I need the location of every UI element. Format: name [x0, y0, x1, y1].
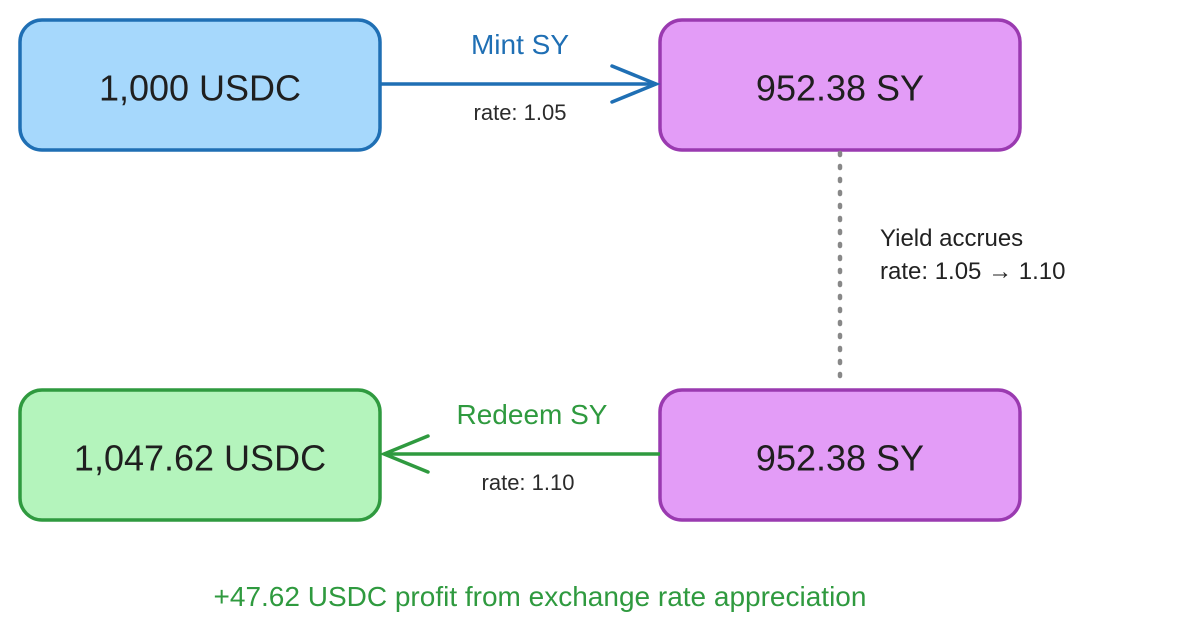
node-redeemed-label: 1,047.62 USDC: [74, 438, 326, 479]
mint-arrowhead-icon: [610, 64, 661, 104]
redeem-label: Redeem SY: [457, 399, 608, 430]
node-redeemed-box: [18, 388, 382, 522]
node-held-sy: 952.38 SY: [658, 388, 1022, 522]
profit-summary: +47.62 USDC profit from exchange rate ap…: [214, 581, 867, 612]
edge-redeem: Redeem SY rate: 1.10: [379, 399, 660, 495]
mint-rate-label: rate: 1.05: [474, 100, 567, 125]
node-redeemed-usdc: 1,047.62 USDC: [18, 388, 382, 522]
redeem-rate-label: rate: 1.10: [482, 470, 575, 495]
node-deposit-label: 1,000 USDC: [99, 68, 301, 109]
redeem-arrowhead-icon: [379, 434, 430, 474]
node-minted-box: [658, 18, 1022, 152]
node-minted-label: 952.38 SY: [756, 68, 924, 109]
edge-accrue: Yield accrues rate: 1.05 → 1.10: [837, 150, 1065, 388]
node-deposit-usdc: 1,000 USDC: [18, 18, 382, 152]
node-minted-sy: 952.38 SY: [658, 18, 1022, 152]
accrue-rate-label: rate: 1.05 → 1.10: [880, 258, 1065, 285]
mint-label: Mint SY: [471, 29, 569, 60]
accrue-label: Yield accrues: [880, 225, 1023, 252]
node-held-label: 952.38 SY: [756, 438, 924, 479]
edge-mint: Mint SY rate: 1.05: [380, 29, 661, 125]
